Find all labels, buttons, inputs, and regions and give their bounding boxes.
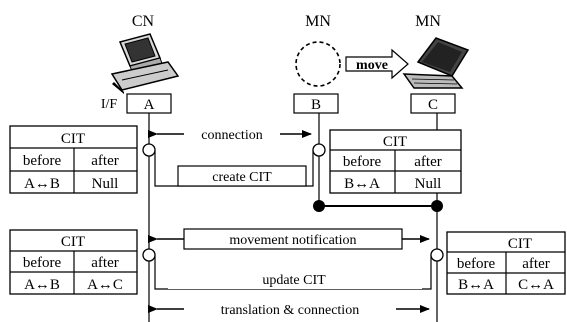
cit-after-value: Null: [415, 176, 442, 192]
cit-title: CIT: [61, 131, 85, 147]
cit-table-cn-initial: [9, 125, 138, 194]
junction-a-1: [142, 143, 156, 157]
cit-col-after: after: [91, 153, 118, 169]
interface-c-box: [410, 93, 456, 114]
mn-label-old: MN: [305, 13, 331, 30]
update-cit-label: update CIT: [262, 273, 326, 288]
junction-a-2: [142, 248, 156, 262]
cit-before-value: B↔A: [458, 277, 494, 293]
create-cit-label: create CIT: [212, 170, 272, 185]
desktop-computer-icon: [110, 33, 180, 94]
cit-title: CIT: [383, 134, 407, 150]
junction-b-1: [312, 143, 326, 157]
cit-before-value: A↔B: [24, 277, 60, 293]
cn-label: CN: [132, 13, 155, 30]
interface-b-label: B: [311, 97, 321, 113]
cit-table-mn-updated: [446, 231, 566, 295]
cit-col-before: before: [23, 255, 62, 271]
if-label: I/F: [101, 97, 118, 112]
move-label: move: [356, 58, 388, 73]
interface-a-label: A: [144, 97, 155, 113]
cit-after-value: Null: [92, 176, 119, 192]
cit-col-after: after: [522, 256, 549, 272]
cit-col-before: before: [23, 153, 62, 169]
cit-after-value: A↔C: [87, 277, 123, 293]
handover-dot-c: [431, 200, 443, 212]
cit-table-cn-updated: [9, 229, 138, 295]
connection-label: connection: [201, 128, 262, 143]
laptop-icon: [402, 37, 470, 89]
interface-c-label: C: [428, 97, 438, 113]
cit-before-value: A↔B: [24, 176, 60, 192]
cit-col-after: after: [414, 154, 441, 170]
cit-title: CIT: [508, 236, 532, 252]
cit-col-before: before: [343, 154, 382, 170]
move-arrow: [345, 48, 409, 80]
cit-before-value: B↔A: [344, 176, 380, 192]
cit-title: CIT: [61, 234, 85, 250]
junction-c-2: [430, 248, 444, 262]
translation-connection-label: translation & connection: [221, 303, 359, 318]
handover-dot-b: [313, 200, 325, 212]
cit-after-value: C↔A: [518, 277, 554, 293]
interface-b-box: [293, 93, 339, 114]
movement-notification-label: movement notification: [229, 233, 356, 248]
cit-col-before: before: [457, 256, 496, 272]
cit-col-after: after: [91, 255, 118, 271]
mn-label-new: MN: [415, 13, 441, 30]
dashed-circle-icon: [295, 41, 341, 87]
cit-table-mn-initial: [329, 129, 462, 194]
